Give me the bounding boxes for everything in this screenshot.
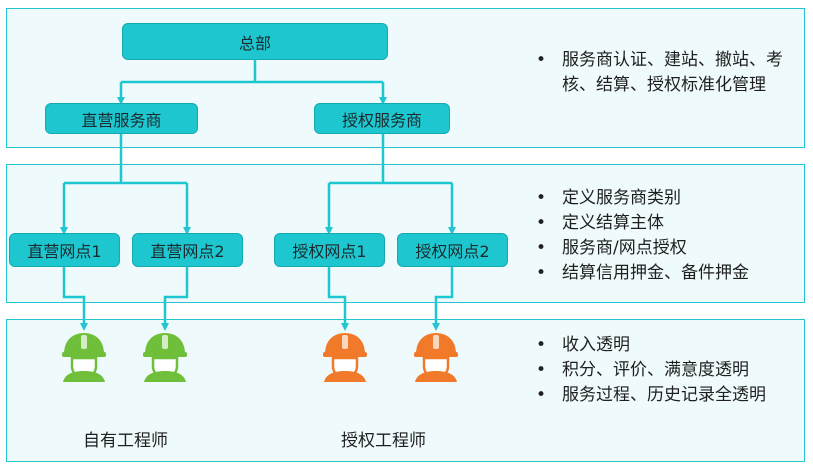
worker-hardhat-icon bbox=[62, 333, 106, 382]
connector-dp2-eng bbox=[161, 267, 189, 331]
connector-ap1-eng bbox=[327, 267, 349, 331]
worker-hardhat-icon bbox=[323, 333, 367, 382]
engineer-transparency-list: 收入透明 积分、评价、满意度透明 服务过程、历史记录全透明 bbox=[536, 333, 804, 408]
worker-hardhat-icon bbox=[143, 333, 187, 382]
hq-duties-list: 服务商认证、建站、撤站、考核、结算、授权标准化管理 bbox=[536, 48, 804, 98]
bullet-item: 服务商/网点授权 bbox=[536, 236, 804, 261]
authorized-engineers-label: 授权工程师 bbox=[341, 431, 426, 451]
bullet-item: 定义服务商类别 bbox=[536, 186, 804, 211]
authorized-service-provider-node: 授权服务商 bbox=[314, 103, 450, 134]
authorized-point-1-node: 授权网点1 bbox=[274, 233, 385, 267]
bullet-item: 积分、评价、满意度透明 bbox=[536, 358, 804, 383]
direct-point-1-node: 直营网点1 bbox=[9, 233, 120, 267]
service-point-duties-list: 定义服务商类别 定义结算主体 服务商/网点授权 结算信用押金、备件押金 bbox=[536, 186, 804, 286]
hq-node: 总部 bbox=[122, 23, 388, 60]
connector-ap2-eng bbox=[432, 267, 454, 331]
direct-point-2-node: 直营网点2 bbox=[132, 233, 243, 267]
bullet-item: 收入透明 bbox=[536, 333, 804, 358]
bullet-item: 服务商认证、建站、撤站、考核、结算、授权标准化管理 bbox=[536, 48, 804, 98]
connector-dp1-eng bbox=[62, 267, 88, 331]
authorized-point-2-node: 授权网点2 bbox=[397, 233, 508, 267]
direct-service-provider-node: 直营服务商 bbox=[45, 103, 198, 134]
bullet-item: 定义结算主体 bbox=[536, 211, 804, 236]
worker-hardhat-icon bbox=[414, 333, 458, 382]
own-engineers-label: 自有工程师 bbox=[83, 431, 168, 451]
bullet-item: 结算信用押金、备件押金 bbox=[536, 261, 804, 286]
bullet-item: 服务过程、历史记录全透明 bbox=[536, 383, 804, 408]
